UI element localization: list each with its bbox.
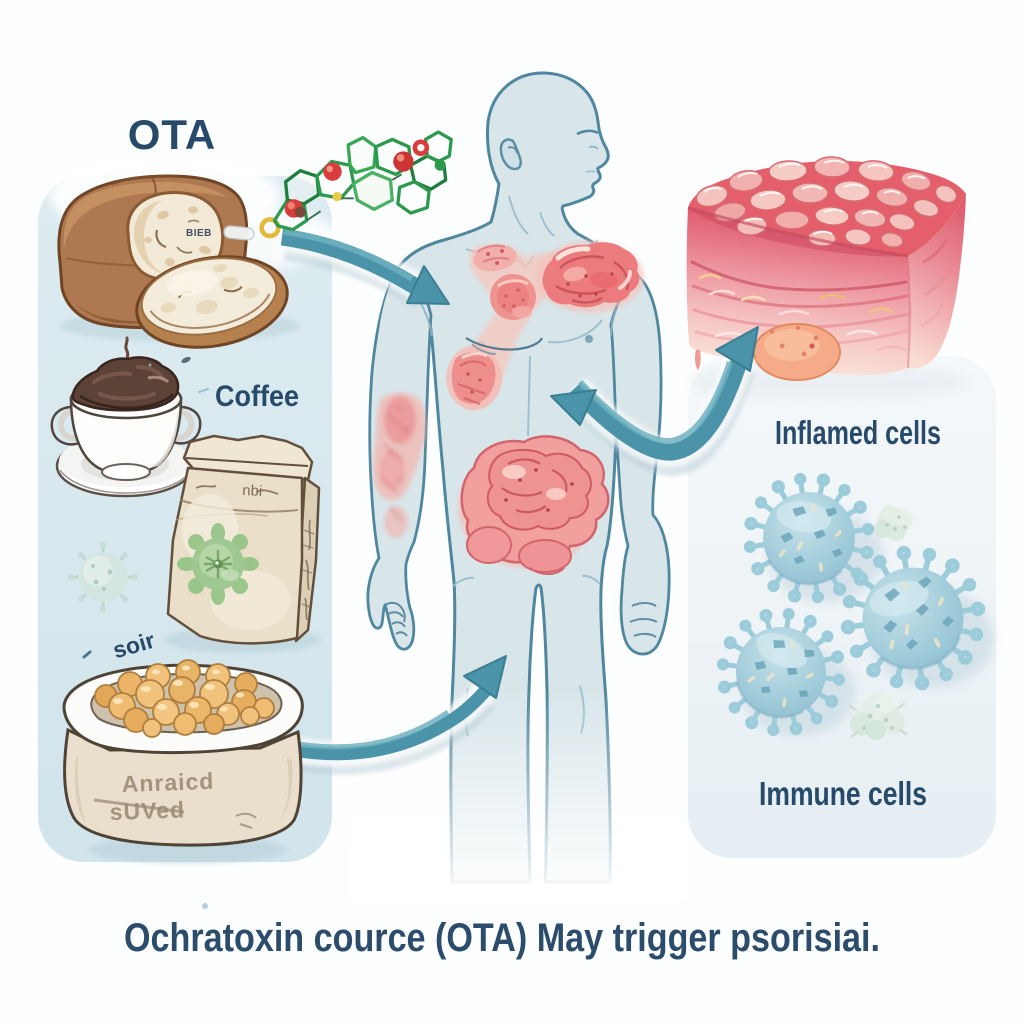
svg-text:BIEB: BIEB xyxy=(186,228,212,239)
svg-text:OTA: OTA xyxy=(128,111,217,158)
svg-text:nbi: nbi xyxy=(242,482,263,500)
svg-text:Immune cells: Immune cells xyxy=(759,775,927,812)
svg-text:Inflamed cells: Inflamed cells xyxy=(775,414,941,451)
svg-text:Coffee: Coffee xyxy=(215,380,299,413)
svg-text:Ochratoxin cource (OTA) May tr: Ochratoxin cource (OTA) May trigger psor… xyxy=(124,916,880,960)
svg-text:Anraicd: Anraicd xyxy=(121,768,214,797)
